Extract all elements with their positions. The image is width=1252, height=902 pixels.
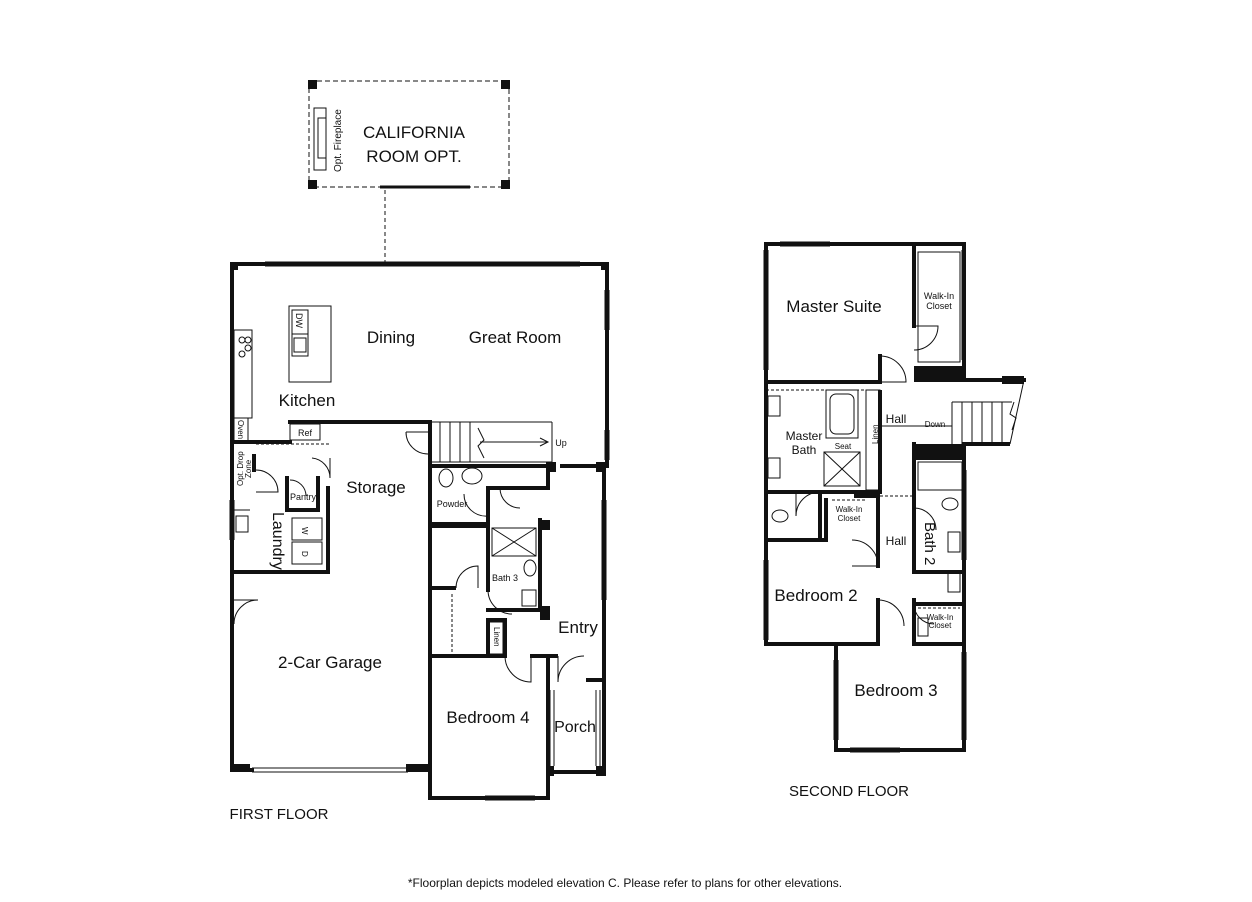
second-floor-caption: SECOND FLOOR xyxy=(789,783,909,800)
walkin-closet-1-line1: Walk-In xyxy=(924,291,954,301)
walkin-closet-2-line2: Closet xyxy=(838,514,861,523)
master-bath-label-2: Bath xyxy=(792,443,817,457)
kitchen-label: Kitchen xyxy=(279,391,336,410)
california-room-option xyxy=(308,80,510,262)
pantry-label: Pantry xyxy=(290,492,317,502)
storage-label: Storage xyxy=(346,478,406,497)
walkin-closet-3-line2: Closet xyxy=(929,621,952,630)
first-floor-stairs xyxy=(430,421,553,463)
seat-label: Seat xyxy=(835,442,852,451)
walkin-closet-3-line1: Walk-In xyxy=(927,613,954,622)
bedroom2-label: Bedroom 2 xyxy=(774,586,857,605)
great-room-label: Great Room xyxy=(469,328,562,347)
entry-label: Entry xyxy=(558,618,598,637)
first-floor-caption: FIRST FLOOR xyxy=(230,806,329,823)
first-floor-posts xyxy=(230,262,609,776)
walkin-closet-2-line1: Walk-In xyxy=(836,505,863,514)
linen-label-second: Linen xyxy=(871,424,880,444)
up-label: Up xyxy=(555,438,567,448)
first-floor-doors xyxy=(233,431,585,683)
master-bath-label-1: Master xyxy=(786,429,823,443)
bath3-label: Bath 3 xyxy=(492,573,518,583)
second-floor-fixtures xyxy=(767,251,963,637)
first-floor-labels: Dining Great Room Kitchen Storage Laundr… xyxy=(236,313,598,736)
garage-label: 2-Car Garage xyxy=(278,653,382,672)
powder-label: Powder xyxy=(437,499,468,509)
dining-label: Dining xyxy=(367,328,415,347)
down-label: Down xyxy=(925,420,945,429)
second-floor-stairs xyxy=(880,379,1025,445)
linen-label-first: Linen xyxy=(492,627,501,647)
opt-drop-label: Opt. Drop xyxy=(236,451,245,486)
california-room-label-2: ROOM OPT. xyxy=(366,147,461,166)
bath2-label: Bath 2 xyxy=(921,522,938,565)
dw-label: DW xyxy=(294,313,304,328)
porch-label: Porch xyxy=(554,719,596,736)
walkin-closet-1-line2: Closet xyxy=(926,301,952,311)
footnote: *Floorplan depicts modeled elevation C. … xyxy=(408,876,842,890)
dryer-label: D xyxy=(300,551,309,557)
master-suite-label: Master Suite xyxy=(786,297,881,316)
second-floor-labels: Master Suite Walk-In Closet Master Bath … xyxy=(774,291,954,700)
zone-label: Zone xyxy=(244,459,253,478)
oven-label: Oven xyxy=(236,420,245,439)
hall-lower-label: Hall xyxy=(886,534,907,548)
kitchen-fixtures xyxy=(233,305,537,655)
opt-fireplace-label: Opt. Fireplace xyxy=(333,109,344,172)
second-floor-posts xyxy=(854,366,1024,498)
laundry-label: Laundry xyxy=(269,512,286,570)
bedroom4-label: Bedroom 4 xyxy=(446,708,529,727)
bedroom3-label: Bedroom 3 xyxy=(854,681,937,700)
second-floor-windows xyxy=(763,241,967,753)
ref-label: Ref xyxy=(298,428,313,438)
hall-upper-label: Hall xyxy=(886,412,907,426)
california-room-label-1: CALIFORNIA xyxy=(363,123,466,142)
first-floor-windows xyxy=(229,261,610,801)
washer-label: W xyxy=(300,527,309,535)
